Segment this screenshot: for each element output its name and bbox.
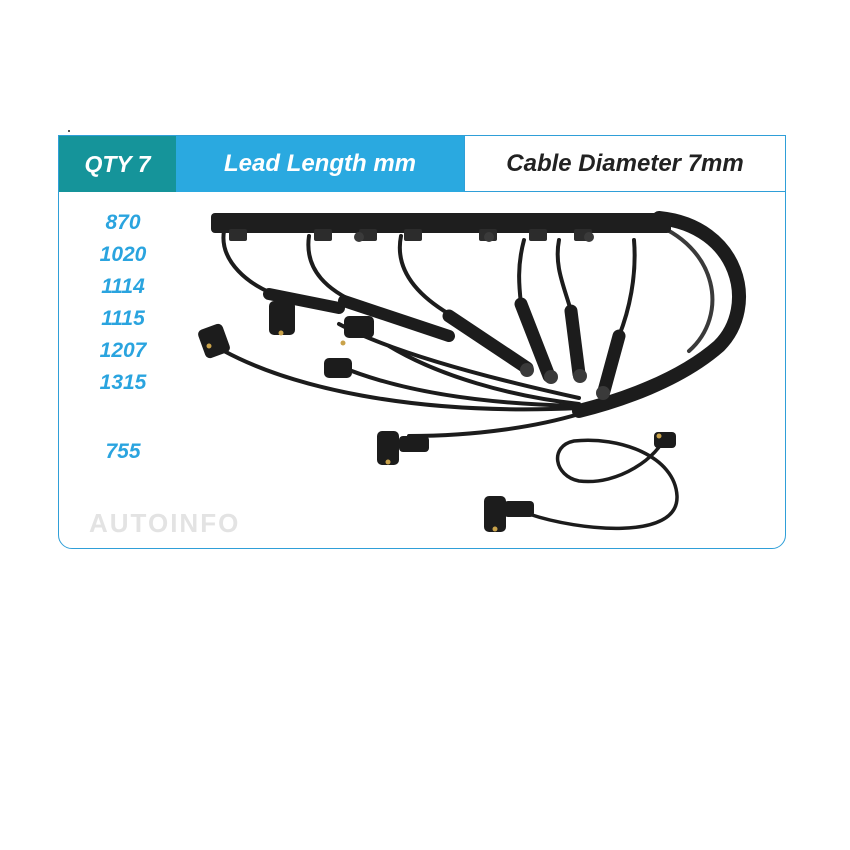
ignition-lead-set-image bbox=[198, 211, 746, 532]
lead-length-label: Lead Length mm bbox=[176, 136, 464, 192]
cable-diameter-label: Cable Diameter 7mm bbox=[464, 136, 785, 192]
stray-dot bbox=[68, 130, 70, 132]
lead-length-item: 1114 bbox=[101, 275, 145, 298]
lead-length-item: 1315 bbox=[99, 371, 147, 394]
product-card: QTY 7 Lead Length mm Cable Diameter 7mm … bbox=[58, 135, 786, 549]
lead-length-item: 870 bbox=[105, 211, 141, 234]
lead-length-item: 1020 bbox=[99, 243, 147, 266]
qty-label: QTY 7 bbox=[59, 136, 176, 192]
lead-length-item: 1115 bbox=[101, 307, 145, 330]
lead-length-item: 755 bbox=[105, 440, 141, 463]
lead-length-item: 1207 bbox=[99, 339, 147, 362]
header-row: QTY 7 Lead Length mm Cable Diameter 7mm bbox=[59, 136, 785, 192]
watermark-logo: AUTOINFO bbox=[89, 508, 241, 538]
